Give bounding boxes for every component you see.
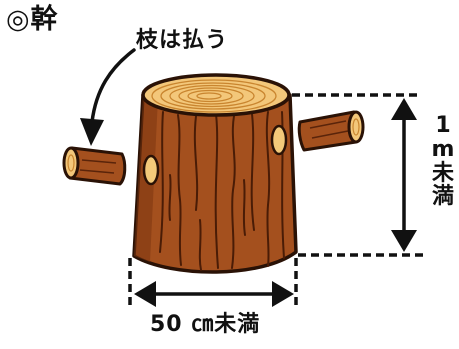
- trunk-cut-face: [141, 73, 291, 117]
- growth-rings: [151, 79, 277, 113]
- trunk-stump: [132, 93, 298, 274]
- width-dimension: [128, 258, 298, 307]
- bark-grooves: [159, 111, 285, 271]
- height-limit-char: 未: [431, 160, 454, 186]
- left-branch-cut-face: [62, 146, 80, 180]
- height-limit-char: 1: [435, 113, 451, 138]
- left-branch: [62, 146, 127, 186]
- diagram-title: ◎幹: [6, 4, 59, 35]
- branch-scar-left: [142, 154, 160, 186]
- height-dimension: [292, 93, 424, 257]
- height-limit-char: 満: [431, 184, 454, 210]
- height-arrow-icon: [391, 98, 417, 252]
- height-limit-char: m: [431, 136, 455, 162]
- trunk-bark: [132, 93, 298, 274]
- right-branch-cut-face: [347, 110, 365, 144]
- height-limit-label: 1 m 未 満: [430, 114, 456, 209]
- branch-removal-note: 枝は払う: [136, 28, 229, 53]
- branch-scar-right: [270, 124, 288, 156]
- curved-arrow-icon: [80, 48, 136, 146]
- width-arrow-icon: [134, 281, 294, 307]
- right-branch: [297, 110, 365, 152]
- width-limit-label: 50 ㎝未満: [150, 312, 261, 337]
